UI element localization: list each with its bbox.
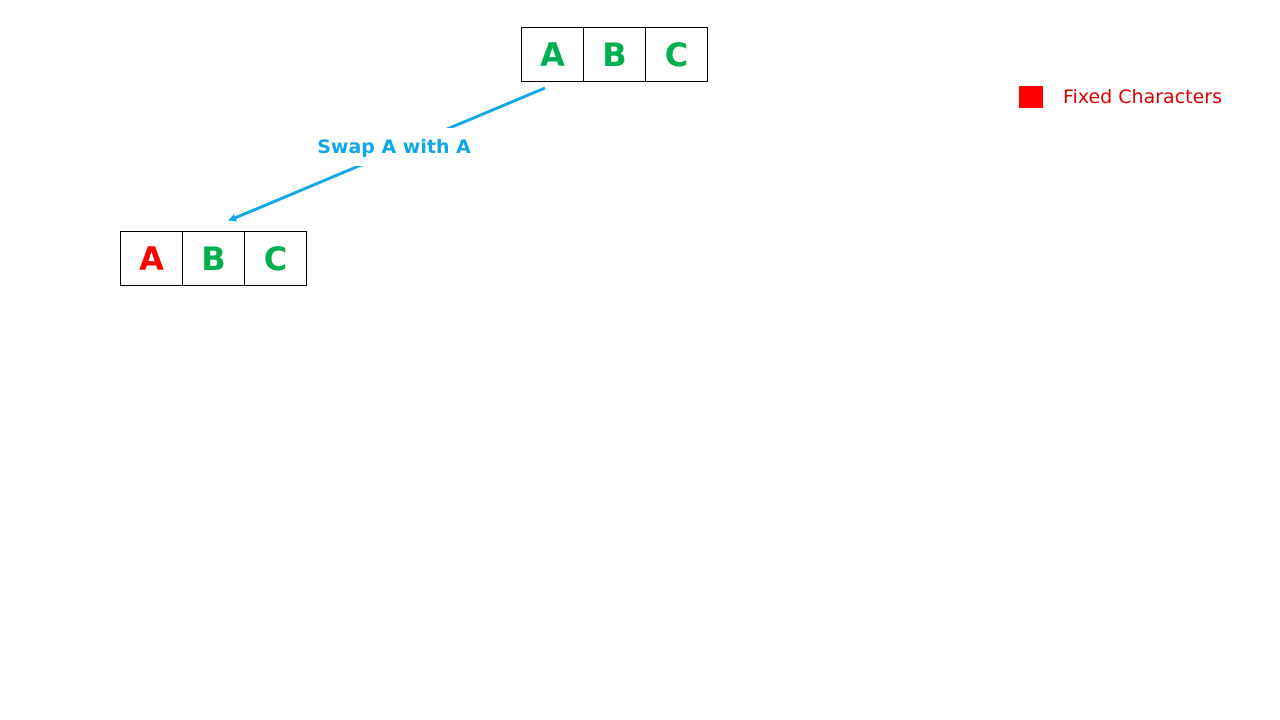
legend-fixed-swatch bbox=[1019, 86, 1043, 108]
cell-top-2: C bbox=[646, 28, 708, 81]
cell-bottom-1: B bbox=[183, 232, 245, 285]
cell-top-0: A bbox=[522, 28, 584, 81]
cell-bottom-2: C bbox=[245, 232, 307, 285]
result-string-cells: A B C bbox=[120, 231, 307, 286]
swap-label: Swap A with A bbox=[316, 128, 472, 166]
cell-bottom-0: A bbox=[121, 232, 183, 285]
legend: Fixed Characters bbox=[1019, 86, 1222, 108]
legend-fixed-label: Fixed Characters bbox=[1063, 86, 1222, 108]
source-string-cells: A B C bbox=[521, 27, 708, 82]
cell-top-1: B bbox=[584, 28, 646, 81]
